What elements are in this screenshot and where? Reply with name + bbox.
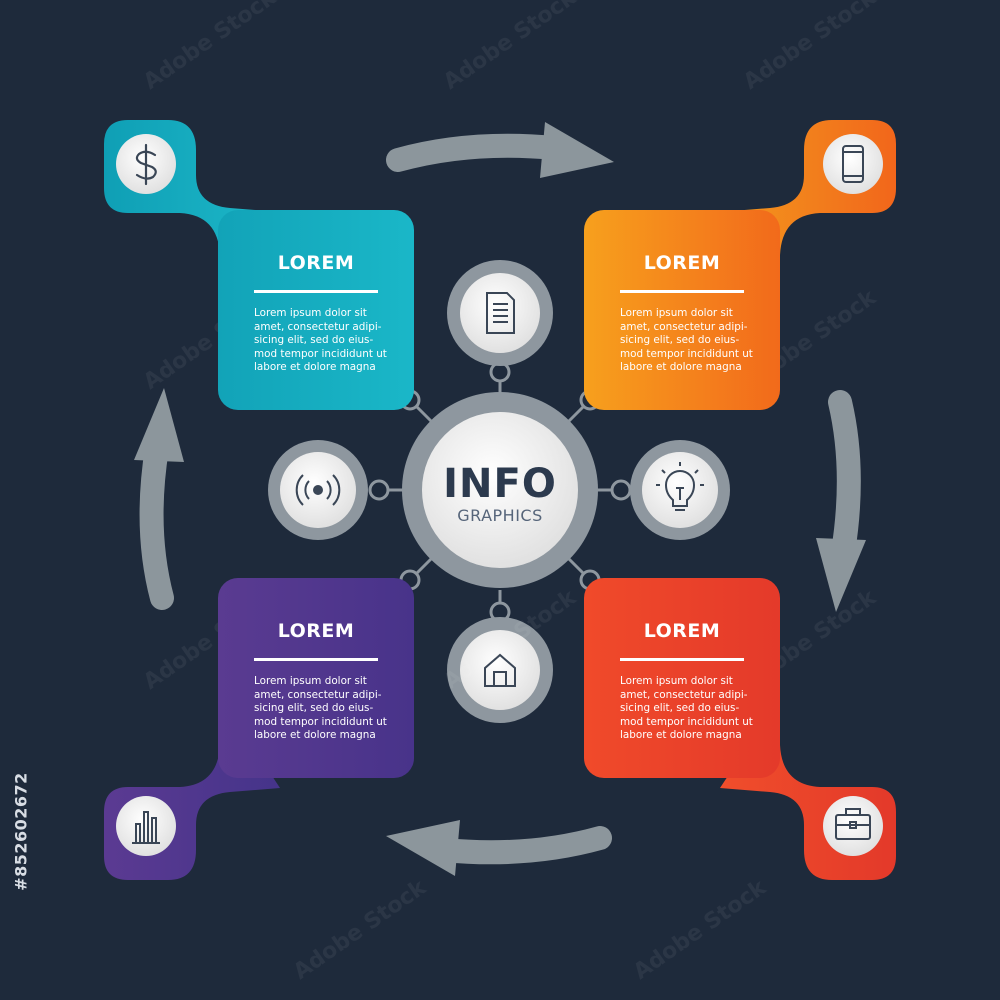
card-body-line: amet, consectetur adipi-	[254, 688, 382, 701]
card-body-line: labore et dolore magna	[254, 729, 376, 742]
card-body-line: mod tempor incididunt ut	[254, 715, 387, 728]
cycle-arrows	[139, 133, 861, 865]
document-icon	[486, 292, 515, 334]
card-title: LOREM	[277, 620, 355, 642]
card-body-line: mod tempor incididunt ut	[620, 715, 753, 728]
lightbulb-icon	[656, 462, 704, 511]
card-body-line: sicing elit, sed do eius-	[254, 334, 374, 347]
briefcase-icon	[835, 808, 871, 840]
card-divider	[620, 290, 744, 293]
arrow-top-head	[540, 122, 614, 178]
card-body-line: amet, consectetur adipi-	[254, 320, 382, 333]
card-title: LOREM	[277, 252, 355, 274]
card-body-line: Lorem ipsum dolor sit	[620, 307, 733, 319]
card-body-line: labore et dolore magna	[620, 361, 742, 374]
stock-id-watermark: #852602672	[8, 760, 34, 910]
arrow-bottom-head	[386, 820, 460, 876]
card-bottom-right: LOREM Lorem ipsum dolor sit amet, consec…	[584, 578, 780, 778]
card-body: Lorem ipsum dolor sit amet, consectetur …	[254, 307, 387, 375]
card-body-line: amet, consectetur adipi-	[620, 688, 748, 701]
card-divider	[254, 658, 378, 661]
card-top-right: LOREM Lorem ipsum dolor sit amet, consec…	[584, 210, 780, 410]
card-body: Lorem ipsum dolor sit amet, consectetur …	[254, 675, 387, 743]
card-body-line: Lorem ipsum dolor sit	[254, 307, 367, 319]
arrow-right-shaft	[828, 390, 861, 564]
card-title: LOREM	[643, 620, 721, 642]
card-bottom-left: LOREM Lorem ipsum dolor sit amet, consec…	[218, 578, 414, 778]
hub-label: INFO GRAPHICS	[425, 420, 575, 580]
card-body-line: sicing elit, sed do eius-	[254, 702, 374, 715]
hub-subtitle: GRAPHICS	[457, 506, 543, 525]
card-body-line: Lorem ipsum dolor sit	[620, 675, 733, 687]
hub-inner	[422, 412, 578, 568]
card-body: Lorem ipsum dolor sit amet, consectetur …	[620, 307, 753, 375]
wireless-signal-icon	[295, 474, 341, 506]
card-title: LOREM	[643, 252, 721, 274]
smartphone-icon	[842, 145, 864, 183]
hub-title: INFO	[443, 461, 557, 507]
arrow-top-shaft	[386, 133, 567, 172]
card-body-line: mod tempor incididunt ut	[620, 347, 753, 360]
card-body-line: sicing elit, sed do eius-	[620, 334, 740, 347]
card-body-line: sicing elit, sed do eius-	[620, 702, 740, 715]
stock-id-text: #852602672	[11, 772, 31, 891]
satellite-top	[460, 273, 540, 353]
card-body-line: labore et dolore magna	[254, 361, 376, 374]
svg-text:Adobe Stock: Adobe Stock	[139, 0, 282, 95]
card-divider	[254, 290, 378, 293]
arrow-heads	[134, 122, 866, 876]
card-divider	[620, 658, 744, 661]
svg-text:Adobe Stock: Adobe Stock	[439, 0, 582, 95]
arrow-left-shaft	[139, 436, 174, 610]
svg-text:Adobe Stock: Adobe Stock	[629, 875, 772, 985]
tab-circle-bl	[116, 796, 176, 856]
central-hub	[402, 392, 598, 588]
home-icon	[484, 653, 516, 687]
card-top-left: LOREM Lorem ipsum dolor sit amet, consec…	[218, 210, 414, 410]
satellite-bottom	[460, 630, 540, 710]
card-body-line: amet, consectetur adipi-	[620, 320, 748, 333]
arrow-bottom-shaft	[432, 826, 612, 865]
arrow-left-head	[134, 388, 184, 462]
card-body: Lorem ipsum dolor sit amet, consectetur …	[620, 675, 753, 743]
card-body-line: Lorem ipsum dolor sit	[254, 675, 367, 687]
dollar-icon	[135, 143, 157, 186]
svg-text:Adobe Stock: Adobe Stock	[289, 875, 432, 985]
svg-text:Adobe Stock: Adobe Stock	[739, 0, 882, 95]
arrow-right-head	[816, 538, 866, 612]
card-body-line: labore et dolore magna	[620, 729, 742, 742]
bar-chart-icon	[132, 811, 160, 844]
tab-circle-tr	[823, 134, 883, 194]
card-body-line: mod tempor incididunt ut	[254, 347, 387, 360]
